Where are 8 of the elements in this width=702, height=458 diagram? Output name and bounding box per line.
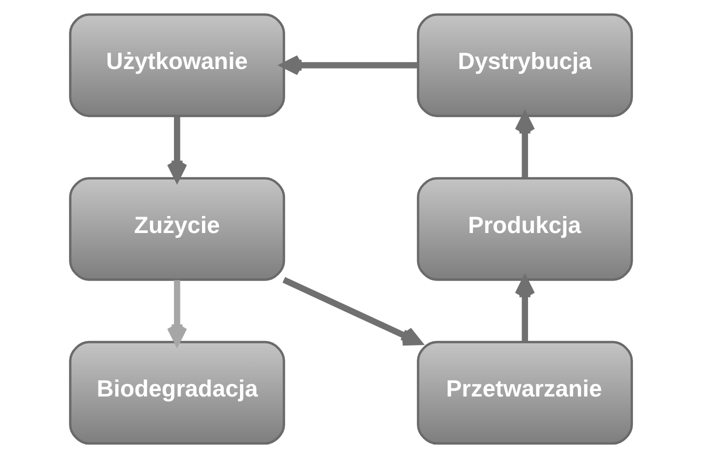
arrow [282, 277, 422, 346]
node-box: Przetwarzanie [416, 340, 633, 445]
arrow [514, 276, 536, 342]
node-box: Użytkowanie [69, 13, 286, 118]
node-box: Produkcja [416, 177, 633, 281]
node-box: Biodegradacja [69, 340, 286, 445]
node-box: Dystrybucja [416, 13, 633, 118]
node-box: Zużycie [69, 177, 286, 281]
